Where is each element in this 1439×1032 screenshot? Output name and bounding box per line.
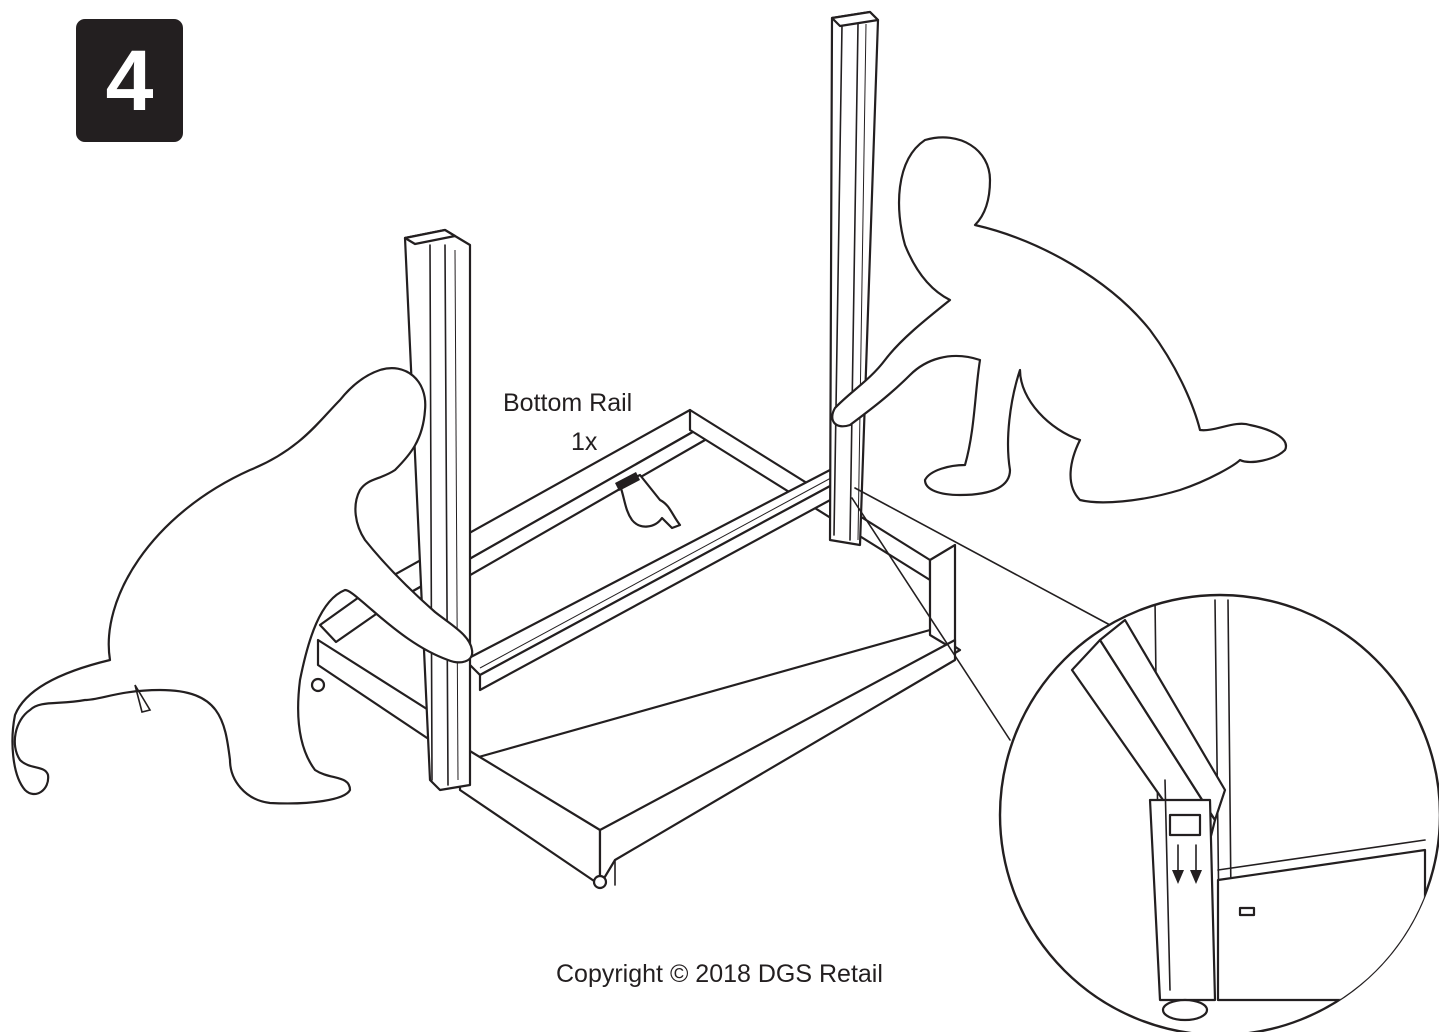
callout-line-lower (851, 497, 1011, 741)
copyright-notice: Copyright © 2018 DGS Retail (556, 960, 883, 988)
left-person-silhouette (11, 367, 474, 805)
part-quantity-label: 1x (571, 428, 598, 456)
detail-foot (1161, 998, 1209, 1022)
detail-callout (998, 593, 1439, 1032)
pointing-hand-icon (615, 472, 682, 530)
callout-line-upper (854, 487, 1111, 626)
right-upright-post (828, 10, 880, 547)
right-person-silhouette (831, 136, 1288, 504)
part-name-label: Bottom Rail (503, 389, 633, 417)
down-arrow-icon (1172, 844, 1202, 884)
step-number: 4 (105, 32, 154, 129)
step-number-badge: 4 (76, 19, 183, 142)
